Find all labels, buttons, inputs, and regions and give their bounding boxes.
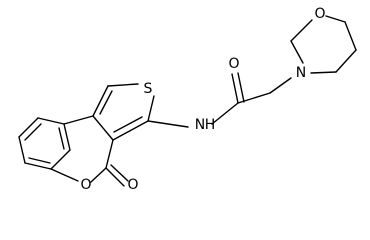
bond-pyranone-5 bbox=[50, 168, 79, 182]
bond-c-to-nh bbox=[147, 120, 189, 128]
bond-thiophene-2 bbox=[107, 83, 139, 87]
atom-sulfur: S bbox=[144, 81, 153, 97]
bond-morpholine-1 bbox=[290, 40, 304, 64]
bond-pyranone-1 bbox=[63, 115, 94, 125]
bond-morpholine-3 bbox=[325, 15, 346, 23]
bond-morpholine-6 bbox=[310, 71, 337, 74]
bond-pyranone-3 bbox=[105, 139, 114, 169]
bond-ch2-to-morpholine-n bbox=[269, 77, 292, 94]
bond-thiophene-1-inner bbox=[99, 90, 113, 115]
bond-benzene-1 bbox=[37, 117, 65, 125]
bond-benzene-4-inner bbox=[28, 157, 51, 164]
bond-pyranone-4 bbox=[90, 167, 107, 183]
bond-benzene-4 bbox=[24, 162, 52, 170]
bond-lines bbox=[18, 15, 357, 187]
atom-hydrogen-amide: H bbox=[205, 117, 216, 133]
atom-oxygen-ring: O bbox=[80, 177, 91, 193]
atom-oxygen-lactone-carbonyl: O bbox=[127, 177, 138, 193]
bond-thiophene-4-inner bbox=[113, 116, 143, 133]
bond-morpholine-4 bbox=[344, 21, 357, 51]
bond-morpholine-2 bbox=[290, 19, 313, 42]
bond-lactone-carbonyl-a bbox=[105, 167, 125, 187]
bond-carbonyl-to-ch2 bbox=[237, 92, 271, 104]
bond-benzene-2-inner bbox=[24, 123, 42, 141]
bond-morpholine-5 bbox=[335, 49, 357, 73]
bond-nh-to-carbonyl bbox=[211, 102, 239, 125]
bond-benzene-2 bbox=[18, 117, 39, 138]
bond-pyranone-2 bbox=[92, 115, 114, 141]
atom-oxygen-amide-carbonyl: O bbox=[228, 56, 239, 72]
bond-benzene-5 bbox=[50, 149, 71, 170]
bond-lactone-carbonyl-b bbox=[110, 164, 129, 182]
bond-benzene-6-inner bbox=[58, 127, 65, 150]
bond-benzene-3 bbox=[18, 136, 26, 164]
atom-oxygen-morpholine: O bbox=[314, 6, 325, 22]
bond-thiophene-1 bbox=[92, 85, 109, 117]
bond-thiophene-3 bbox=[147, 95, 155, 122]
bond-thiophene-4 bbox=[112, 120, 149, 141]
molecule-structure-diagram: S O N H N O O O bbox=[18, 6, 357, 193]
bond-benzene-6 bbox=[63, 123, 71, 151]
atom-labels: S O N H N O O O bbox=[80, 6, 325, 193]
atom-nitrogen-amide: N bbox=[195, 117, 205, 133]
bond-amide-carbonyl-b bbox=[237, 72, 245, 103]
bond-amide-carbonyl-a bbox=[231, 73, 239, 104]
atom-nitrogen-morpholine: N bbox=[296, 65, 306, 81]
